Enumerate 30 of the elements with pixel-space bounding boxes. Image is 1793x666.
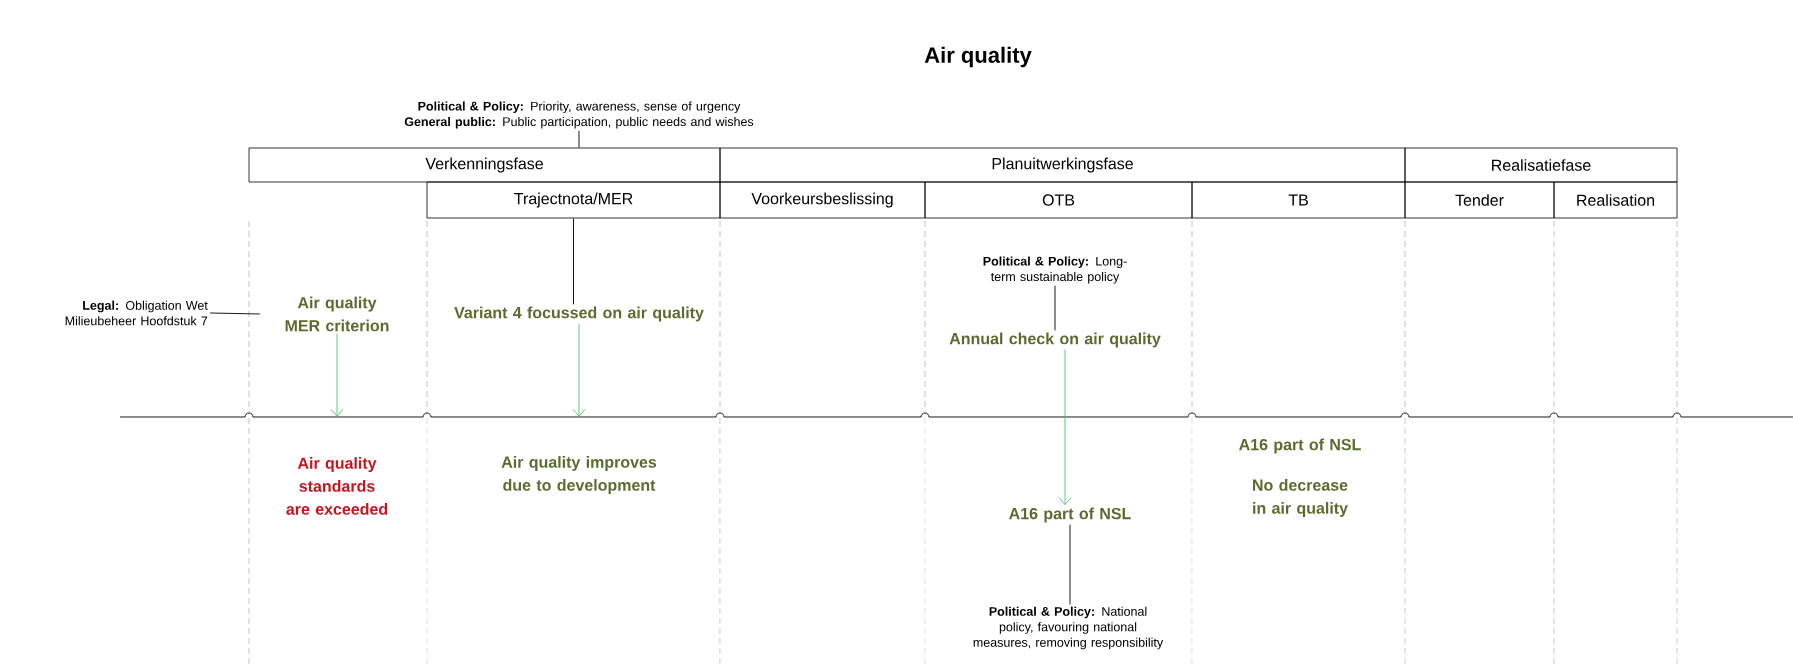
connector-line (578, 130, 580, 149)
diagram-title: Air quality (924, 46, 1032, 68)
note-text: Political & Policy: National policy, favouring national measures, removing responsibility (973, 606, 1164, 650)
connector-line (573, 217, 574, 305)
connector-line (209, 312, 261, 315)
event-text: A16 part of NSL (1009, 507, 1131, 523)
connector-line (1054, 285, 1056, 331)
phase-box: Trajectnota/MER (426, 181, 721, 219)
phase-box: Verkenningsfase (248, 147, 721, 183)
arrow (572, 323, 586, 417)
event-text: No decrease in air quality (1253, 479, 1348, 517)
note-text: Legal: Obligation Wet Milieubeheer Hoofdstuk 7 (65, 300, 208, 326)
arrow (1058, 349, 1072, 506)
note-text: Political & Policy: Priority, awareness, sense of urgency General public: Public participation, public needs and wishes (404, 101, 754, 129)
event-text: Air quality MER criterion (285, 296, 389, 332)
event-text: A16 part of NSL (1239, 438, 1361, 454)
phase-box: Tender (1404, 181, 1555, 219)
phase-box: Voorkeursbeslissing (719, 181, 926, 219)
arrow (330, 333, 344, 417)
phase-box: TB (1191, 181, 1406, 219)
event-text: Air quality standards are exceeded (286, 457, 388, 515)
event-text: Air quality improves due to development (501, 456, 657, 494)
phase-box: Realisation (1553, 181, 1678, 219)
event-text: Annual check on air quality (949, 332, 1161, 348)
phase-box: Planuitwerkingsfase (719, 147, 1406, 183)
connector-line (1069, 524, 1071, 605)
phase-box: Realisatiefase (1404, 147, 1678, 183)
event-text: Variant 4 focussed on air quality (454, 306, 704, 322)
phase-box: OTB (924, 181, 1193, 219)
note-text: Political & Policy: Long-term sustainable policy (983, 256, 1127, 284)
